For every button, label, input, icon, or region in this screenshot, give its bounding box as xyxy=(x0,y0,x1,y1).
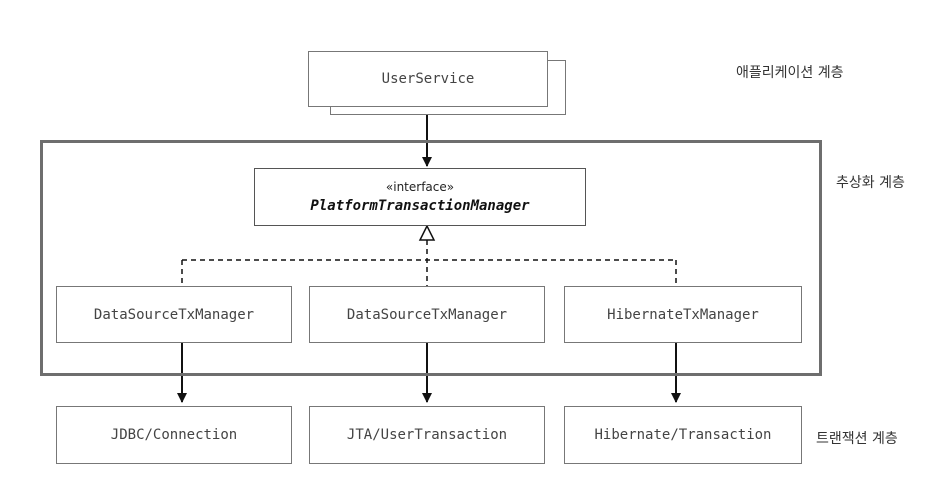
userservice-box: UserService xyxy=(308,51,548,107)
impl-box-datasource-2: DataSourceTxManager xyxy=(309,286,545,343)
resource-label: JDBC/Connection xyxy=(110,427,238,443)
layer-label-application: 애플리케이션 계층 xyxy=(736,65,844,81)
impl-box-datasource-1: DataSourceTxManager xyxy=(56,286,292,343)
resource-label: Hibernate/Transaction xyxy=(594,427,772,443)
resource-box-jdbc: JDBC/Connection xyxy=(56,406,292,464)
impl-box-hibernate: HibernateTxManager xyxy=(564,286,802,343)
userservice-label: UserService xyxy=(381,71,475,87)
platform-transaction-manager-interface: «interface» PlatformTransactionManager xyxy=(254,168,586,226)
impl-label: DataSourceTxManager xyxy=(346,306,508,323)
layer-label-transaction: 트랜잭션 계층 xyxy=(816,431,898,447)
interface-stereotype: «interface» xyxy=(385,180,455,194)
impl-label: HibernateTxManager xyxy=(607,306,759,323)
resource-box-jta: JTA/UserTransaction xyxy=(309,406,545,464)
abstraction-frame xyxy=(40,140,822,376)
resource-box-hibernate: Hibernate/Transaction xyxy=(564,406,802,464)
resource-label: JTA/UserTransaction xyxy=(346,427,508,443)
realization-triangle-icon xyxy=(418,224,436,241)
impl-label: DataSourceTxManager xyxy=(93,306,255,323)
interface-name: PlatformTransactionManager xyxy=(310,198,530,214)
layer-label-abstraction: 추상화 계층 xyxy=(836,175,905,191)
